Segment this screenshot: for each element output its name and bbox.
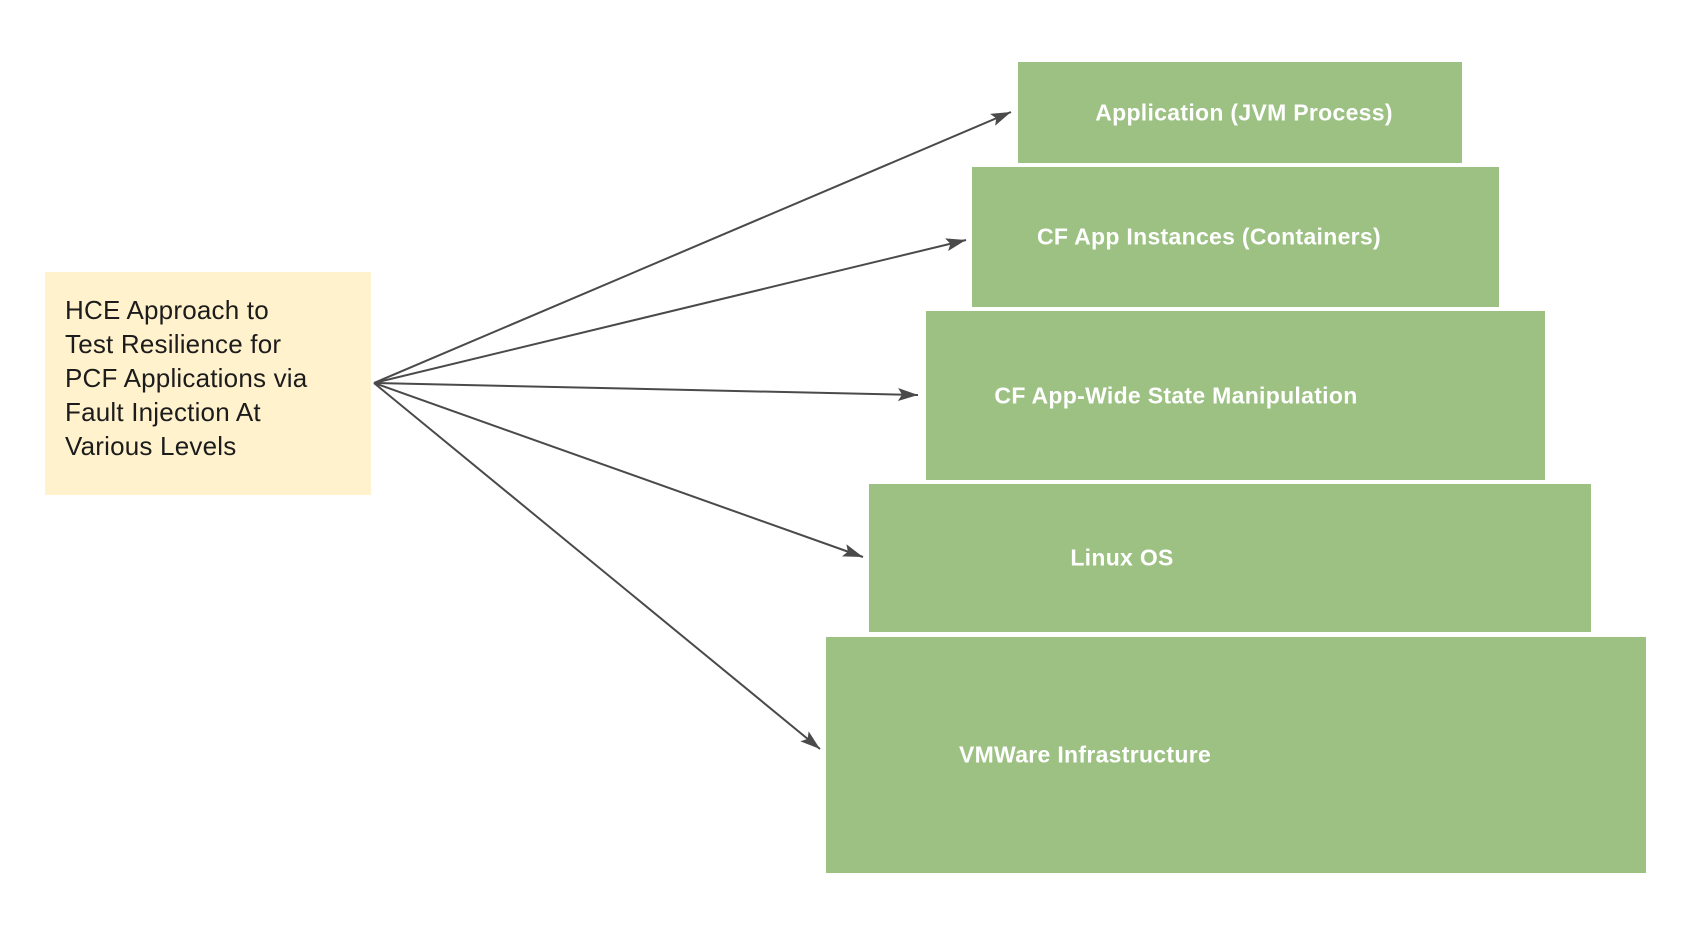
level-box-cf-app-wide-state: CF App-Wide State Manipulation <box>926 311 1545 480</box>
level-box-application: Application (JVM Process) <box>1018 62 1462 163</box>
arrow-to-cf-app-wide-state <box>373 382 919 402</box>
level-label-application: Application (JVM Process) <box>1095 99 1393 125</box>
level-label-linux-os: Linux OS <box>1070 544 1174 571</box>
approach-note: HCE Approach to Test Resilience for PCF … <box>45 272 371 495</box>
arrow-to-linux-os <box>373 382 864 558</box>
approach-note-line: HCE Approach to <box>65 295 269 325</box>
arrow-to-application <box>373 111 1012 384</box>
level-label-vmware-infrastructure: VMWare Infrastructure <box>958 741 1212 768</box>
approach-note-line: PCF Applications via <box>65 363 308 393</box>
level-box-linux-os: Linux OS <box>869 484 1591 632</box>
level-box-cf-app-instances: CF App Instances (Containers) <box>972 167 1499 307</box>
level-label-cf-app-instances: CF App Instances (Containers) <box>1037 223 1381 250</box>
arrow-to-cf-app-instances <box>373 238 967 384</box>
level-label-cf-app-wide-state: CF App-Wide State Manipulation <box>994 382 1358 408</box>
approach-note-line: Fault Injection At <box>65 397 261 427</box>
arrow-to-vmware-infrastructure <box>373 382 821 750</box>
level-box-vmware-infrastructure: VMWare Infrastructure <box>826 637 1646 873</box>
approach-note-line: Test Resilience for <box>65 329 282 359</box>
approach-note-line: Various Levels <box>65 431 237 461</box>
